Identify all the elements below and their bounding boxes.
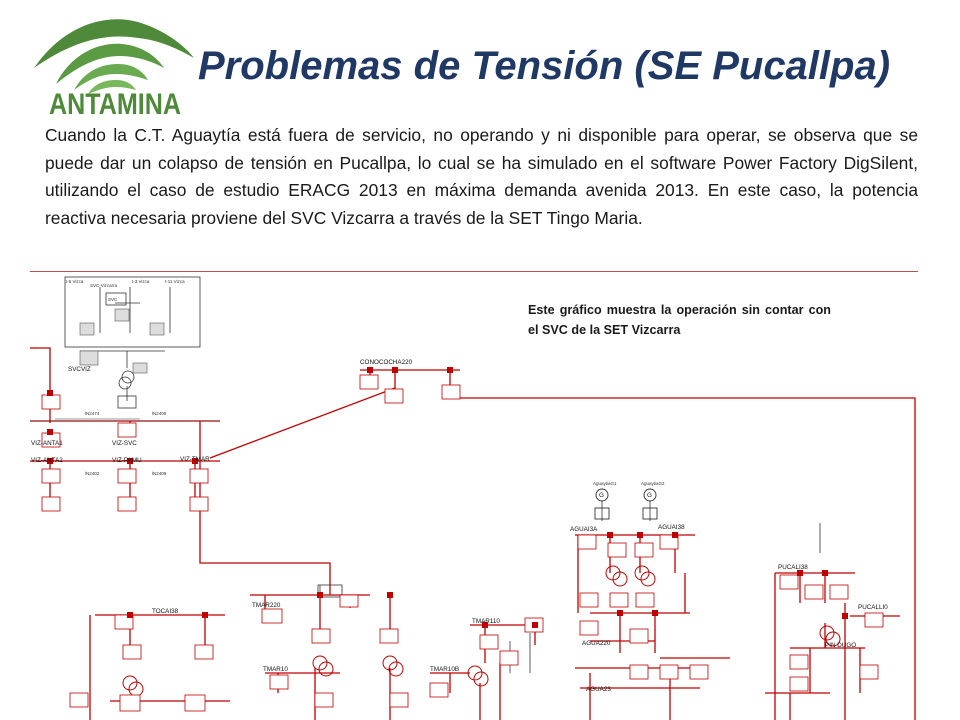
slide-title: Problemas de Tensión (SE Pucallpa): [198, 44, 891, 88]
transformer-icons: [122, 565, 841, 697]
label-t3: t-3 Vizca: [132, 279, 150, 284]
label-tmar10b: TMAR10B: [430, 666, 459, 673]
label-t5: t-5 Vizca: [66, 279, 84, 284]
label-svc-vizcarra: SVC-Vizcarra: [90, 283, 118, 288]
svc-component-boxes: [79, 308, 165, 374]
label-aguai38: AGUAI38: [658, 524, 685, 531]
label-viz-pamu: VIZ-PAMU: [112, 457, 142, 464]
label-viz-anta1: VIZ-ANTA1: [31, 440, 63, 447]
generator-icons: [594, 488, 658, 520]
diagram-caption: Este gráfico muestra la operación sin co…: [528, 303, 831, 337]
label-viz-anta2: VIZ-ANTA2: [31, 457, 63, 464]
mountain-arcs: [34, 19, 194, 94]
label-pucalli0: PUCALLI0: [858, 604, 888, 611]
label-t11: t-11 Vizca: [165, 279, 185, 284]
svg-text:G: G: [647, 492, 652, 499]
label-svcviz: SVCVIZ: [68, 366, 91, 373]
label-pucali38: PUCALI38: [778, 564, 808, 571]
label-agua23: AGUA23: [586, 686, 611, 693]
svg-text:G: G: [599, 492, 604, 499]
label-aguaytia-g1: AguaytiaG1: [593, 481, 617, 486]
svc-elements: [105, 292, 343, 598]
label-ln2402: lN2402: [85, 471, 100, 476]
result-boxes: [41, 374, 884, 712]
label-viz-tmar: VIZ-TMAR: [180, 456, 210, 463]
antamina-logo: ANTAMINA: [34, 19, 194, 121]
slide-paragraph: Cuando la C.T. Aguaytía está fuera de se…: [45, 125, 918, 228]
divider-line: [30, 271, 918, 272]
label-viz-svc: VIZ-SVC: [112, 440, 137, 447]
label-agua220: AGUA220: [582, 640, 611, 647]
label-tocai38: TOCAI38: [152, 608, 179, 615]
label-aguaytia-g2: AguaytiaG2: [641, 481, 665, 486]
label-tmar110: TMAR110: [472, 618, 500, 625]
single-line-diagram: G G: [30, 276, 916, 720]
breaker-marks: [47, 367, 848, 628]
label-tmar10: TMAR10: [263, 666, 288, 673]
logo-wordmark: ANTAMINA: [49, 88, 181, 121]
label-ln2400: lN2400: [152, 411, 167, 416]
red-busbars: [30, 347, 916, 720]
label-tmar220: TMAR220: [252, 602, 281, 609]
label-ln2474: lN2474: [85, 411, 100, 416]
label-ln2409: lN2409: [152, 471, 167, 476]
label-aguai3a: AGUAI3A: [570, 526, 598, 533]
label-svc: SVC: [108, 297, 118, 302]
label-pin-dugo: PIN DUGO: [825, 642, 856, 649]
label-conococha220: CONOCOCHA220: [360, 359, 413, 366]
